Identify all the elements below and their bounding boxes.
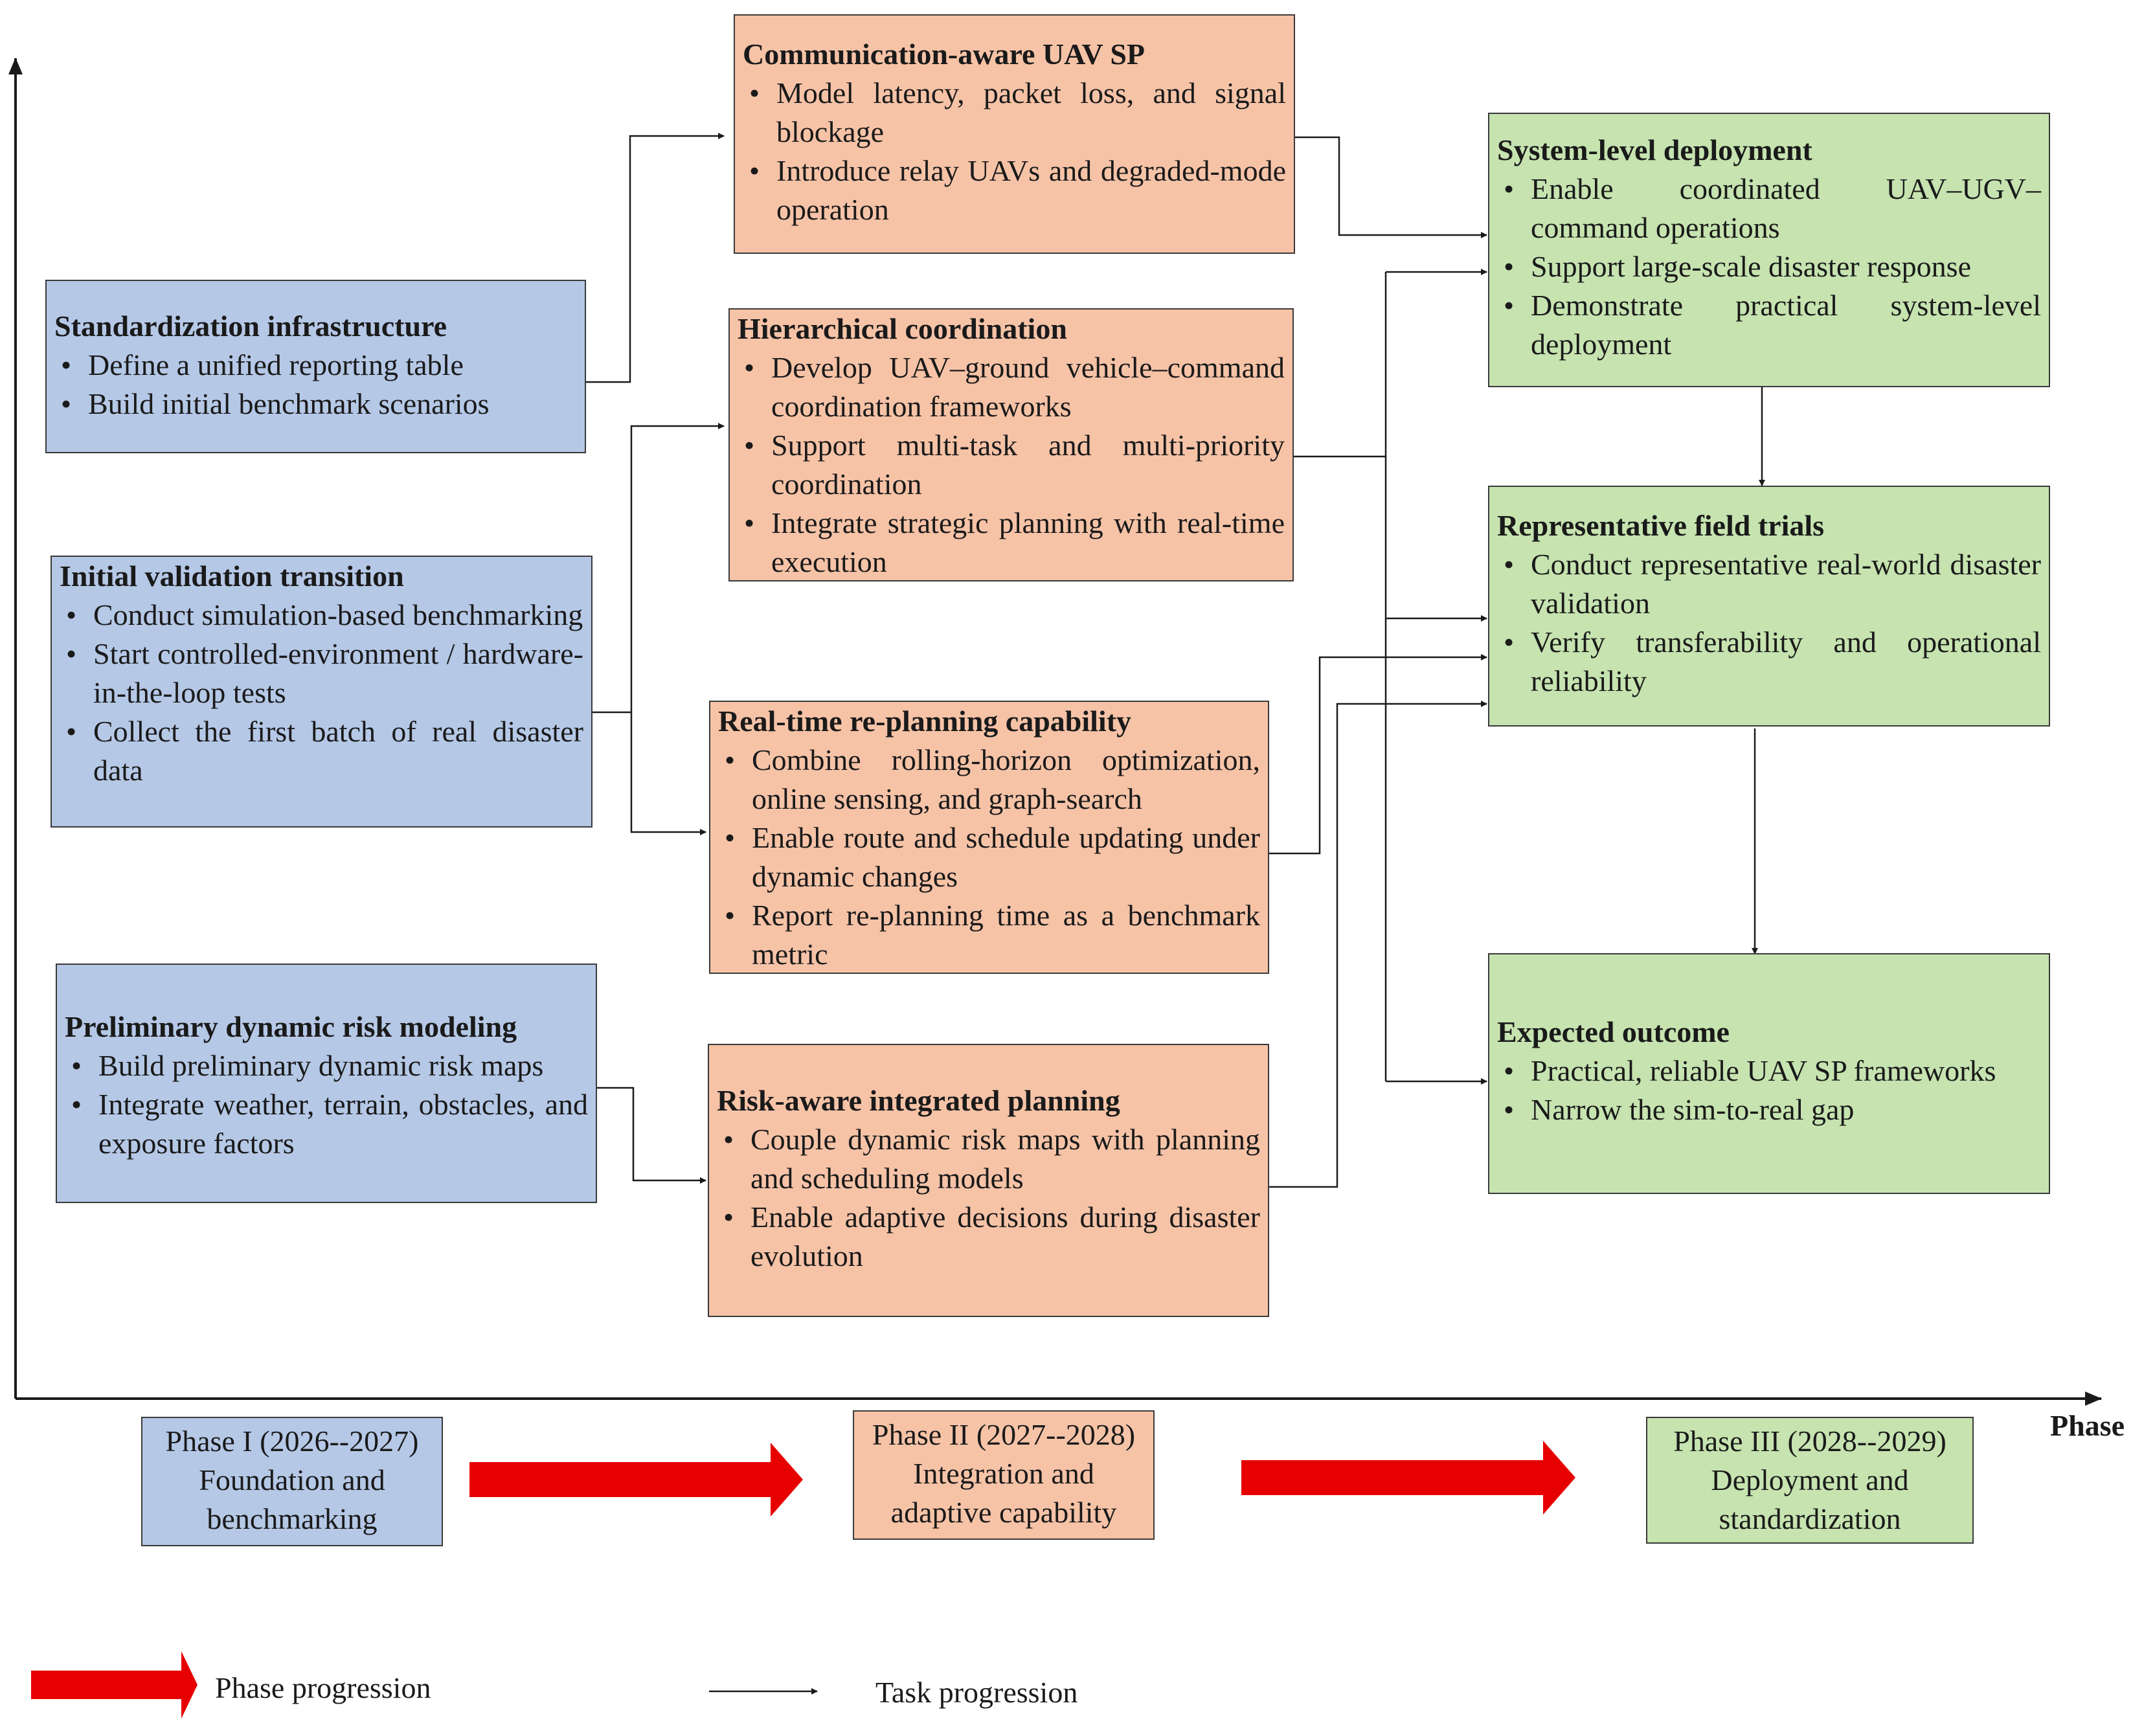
box-title: Representative field trials	[1497, 509, 1825, 542]
box-initial-validation: Initial validation transition Conduct si…	[51, 556, 592, 828]
phase-arrow-1	[469, 1443, 803, 1516]
phase-line: standardization	[1719, 1502, 1901, 1535]
bullet-item: Develop UAV–ground vehicle–command coord…	[738, 348, 1285, 426]
box-title: Hierarchical coordination	[738, 312, 1067, 345]
bullet-item: Verify transferability and operational r…	[1497, 623, 2041, 701]
box-risk-aware-planning: Risk-aware integrated planning Couple dy…	[708, 1044, 1269, 1317]
bullet-item: Enable route and schedule updating under…	[718, 818, 1260, 896]
bullet-item: Integrate strategic planning with real-t…	[738, 504, 1285, 581]
phase-line: Phase I (2026--2027)	[165, 1425, 419, 1458]
box-title: System-level deployment	[1497, 133, 1812, 166]
bullet-item: Collect the first batch of real disaster…	[60, 712, 583, 790]
legend-task-progression-label: Task progression	[875, 1676, 1078, 1709]
bullet-item: Integrate weather, terrain, obstacles, a…	[65, 1085, 588, 1163]
phase-line: Phase II (2027--2028)	[872, 1418, 1136, 1451]
bullet-item: Combine rolling-horizon optimization, on…	[718, 741, 1260, 818]
bullet-item: Conduct simulation-based benchmarking	[60, 596, 583, 635]
phase-2-label: Phase II (2027--2028) Integration and ad…	[853, 1410, 1155, 1540]
box-preliminary-risk-modeling: Preliminary dynamic risk modeling Build …	[56, 964, 597, 1203]
bullet-item: Practical, reliable UAV SP frameworks	[1497, 1052, 2041, 1090]
phase-1-label: Phase I (2026--2027) Foundation and benc…	[141, 1417, 443, 1546]
bullet-item: Build preliminary dynamic risk maps	[65, 1046, 588, 1085]
connector-communication-to-system	[1295, 136, 1487, 238]
bullet-item: Report re-planning time as a benchmark m…	[718, 896, 1260, 974]
box-communication-aware: Communication-aware UAV SP Model latency…	[734, 14, 1295, 254]
phase-line: adaptive capability	[890, 1496, 1117, 1529]
connector-validation-to-replanning	[630, 712, 706, 835]
phase-arrow-2	[1241, 1441, 1575, 1515]
bullet-item: Demonstrate practical system-level deplo…	[1497, 286, 2041, 364]
connector-validation-to-hierarchical	[592, 423, 725, 714]
bullet-item: Enable coordinated UAV–UGV–command opera…	[1497, 170, 2041, 247]
bullet-item: Couple dynamic risk maps with planning a…	[717, 1120, 1260, 1198]
box-expected-outcome: Expected outcome Practical, reliable UAV…	[1488, 953, 2050, 1194]
box-realtime-replanning: Real-time re-planning capability Combine…	[709, 701, 1269, 974]
box-representative-field-trials: Representative field trials Conduct repr…	[1488, 486, 2050, 727]
task-connectors	[586, 133, 1765, 1188]
box-title: Communication-aware UAV SP	[743, 38, 1145, 71]
connector-risk-to-riskaware	[597, 1087, 706, 1184]
box-hierarchical-coordination: Hierarchical coordination Develop UAV–gr…	[728, 308, 1294, 581]
bullet-item: Support multi-task and multi-priority co…	[738, 426, 1285, 504]
box-title: Real-time re-planning capability	[718, 705, 1132, 738]
phase-line: Integration and	[913, 1457, 1094, 1490]
phase-arrows	[31, 1441, 1575, 1719]
connector-standardization-to-communication	[586, 133, 725, 383]
bullet-item: Build initial benchmark scenarios	[54, 385, 577, 423]
x-axis-label: Phase	[2050, 1409, 2125, 1442]
connector-riskaware-to-trials	[1269, 701, 1487, 1188]
phase-line: Deployment and	[1711, 1463, 1909, 1496]
box-standardization-infrastructure: Standardization infrastructure Define a …	[45, 280, 586, 453]
phase-line: benchmarking	[207, 1502, 378, 1535]
bullet-item: Define a unified reporting table	[54, 346, 577, 385]
connector-replanning-to-trials	[1269, 654, 1487, 855]
bullet-item: Conduct representative real-world disast…	[1497, 545, 2041, 623]
legend-phase-progression-label: Phase progression	[215, 1671, 431, 1704]
bullet-item: Narrow the sim-to-real gap	[1497, 1090, 2041, 1129]
axes	[8, 58, 2102, 1406]
bullet-item: Support large-scale disaster response	[1497, 247, 2041, 286]
bullet-item: Model latency, packet loss, and signal b…	[743, 74, 1286, 152]
box-system-level-deployment: System-level deployment Enable coordinat…	[1488, 113, 2050, 387]
phase-line: Foundation and	[199, 1463, 385, 1496]
box-title: Expected outcome	[1497, 1015, 1730, 1048]
box-title: Risk-aware integrated planning	[717, 1084, 1120, 1117]
phase-3-label: Phase III (2028--2029) Deployment and st…	[1646, 1417, 1974, 1544]
bullet-item: Start controlled-environment / hardware-…	[60, 635, 583, 712]
box-title: Initial validation transition	[60, 559, 404, 592]
bullet-item: Introduce relay UAVs and degraded-mode o…	[743, 152, 1286, 229]
bullet-item: Enable adaptive decisions during disaste…	[717, 1198, 1260, 1276]
phase-line: Phase III (2028--2029)	[1673, 1425, 1947, 1458]
box-title: Standardization infrastructure	[54, 310, 447, 343]
legend-phase-arrow	[31, 1651, 197, 1719]
box-title: Preliminary dynamic risk modeling	[65, 1010, 517, 1043]
